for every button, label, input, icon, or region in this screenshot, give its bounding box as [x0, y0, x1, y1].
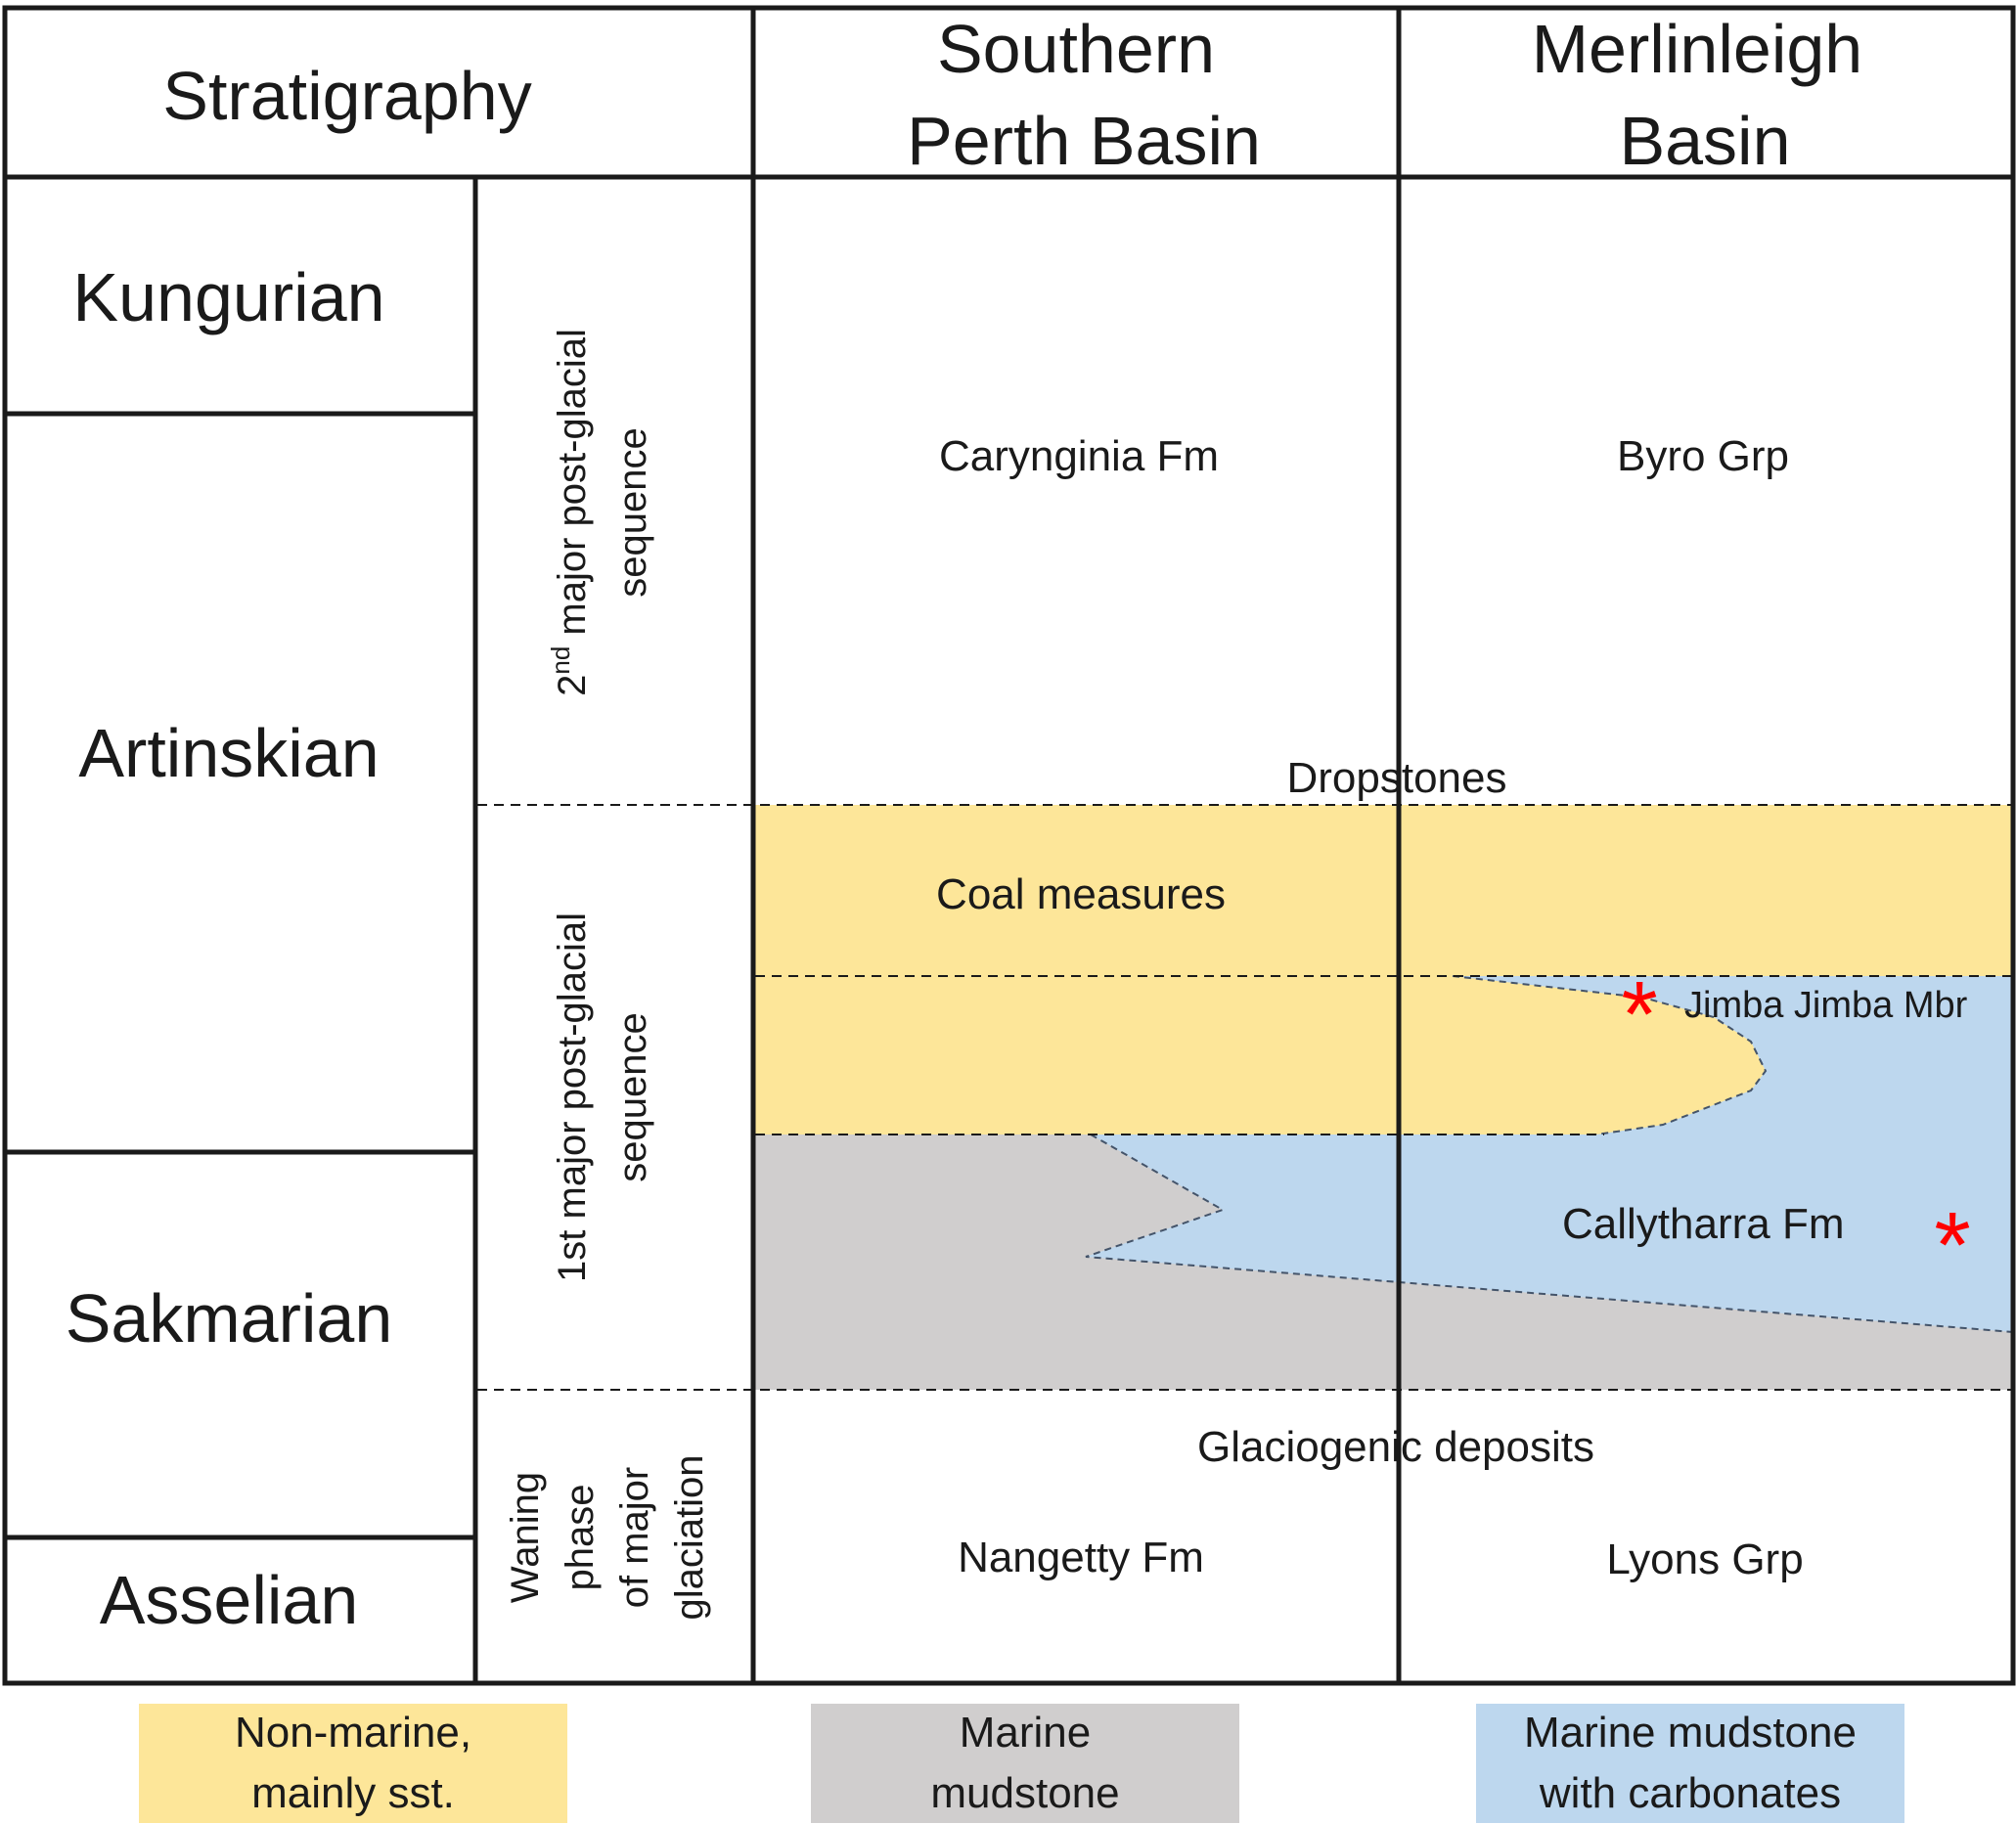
label-callytharra: Callytharra Fm [1562, 1200, 1845, 1248]
legend-marine-mudstone-line2: mudstone [930, 1769, 1120, 1817]
dashed-boundaries [477, 804, 2013, 1391]
stage-kungurian: Kungurian [72, 259, 384, 335]
label-coal-measures: Coal measures [936, 870, 1226, 918]
header-merlinleigh-line2: Basin [1619, 103, 1790, 179]
waning-line3: of major [613, 1467, 656, 1609]
stage-asselian: Asselian [100, 1562, 359, 1638]
stage-artinskian: Artinskian [78, 715, 379, 791]
svg-text:2nd major post-glacial: 2nd major post-glacial [546, 329, 594, 696]
header-merlinleigh-line1: Merlinleigh [1532, 11, 1862, 87]
sequence-waning-label: Waning phase of major glaciation [504, 1454, 711, 1620]
asterisk-callytharra: * [1934, 1193, 1970, 1298]
header-stratigraphy: Stratigraphy [162, 58, 531, 134]
sequence-1st-line2: sequence [611, 1012, 654, 1181]
waning-line2: phase [559, 1485, 602, 1591]
stage-sakmarian: Sakmarian [66, 1280, 393, 1357]
legend-marine-mudstone: Marine mudstone [811, 1704, 1239, 1823]
sequence-2nd-rest: major post-glacial [551, 329, 594, 646]
sequence-2nd-prefix: 2 [551, 675, 594, 696]
sequence-1st-line1: 1st major post-glacial [551, 912, 594, 1282]
jimba-jimba-boundary [1452, 975, 1768, 1135]
label-glaciogenic: Glaciogenic deposits [1197, 1423, 1594, 1471]
label-nangetty: Nangetty Fm [958, 1534, 1204, 1581]
table-frame [2, 5, 2016, 1686]
label-carynginia: Carynginia Fm [939, 432, 1219, 480]
legend-marine-carbonates-line1: Marine mudstone [1524, 1709, 1857, 1757]
jimba-jimba-tongue [1453, 976, 2013, 1134]
legend-marine-carbonates: Marine mudstone with carbonates [1476, 1704, 1904, 1823]
nonmarine-fill-coal [755, 805, 2013, 976]
waning-line1: Waning [504, 1472, 547, 1603]
waning-line4: glaciation [668, 1454, 711, 1620]
label-jimba-jimba: Jimba Jimba Mbr [1684, 985, 1968, 1026]
sequence-2nd-line2: sequence [611, 427, 654, 597]
callytharra-wedge [1086, 1134, 2013, 1332]
header-southern-perth-line1: Southern [937, 11, 1215, 87]
sequence-1st-label: 1st major post-glacial sequence [551, 912, 654, 1282]
sequence-2nd-label: 2nd major post-glacial sequence [546, 329, 654, 696]
legend-nonmarine-line1: Non-marine, [234, 1709, 472, 1757]
legend-marine-carbonates-line2: with carbonates [1539, 1769, 1842, 1817]
header-southern-perth-line2: Perth Basin [907, 103, 1261, 179]
label-lyons: Lyons Grp [1606, 1535, 1803, 1583]
legend-nonmarine-line2: mainly sst. [251, 1769, 455, 1817]
label-dropstones: Dropstones [1286, 754, 1506, 802]
sequence-2nd-sup: nd [546, 646, 575, 675]
legend-marine-mudstone-line1: Marine [959, 1709, 1092, 1757]
callytharra-boundary [1085, 1134, 2014, 1333]
label-byro: Byro Grp [1617, 432, 1789, 480]
asterisk-jimba-jimba: * [1621, 962, 1657, 1067]
legend-nonmarine: Non-marine, mainly sst. [139, 1704, 567, 1823]
